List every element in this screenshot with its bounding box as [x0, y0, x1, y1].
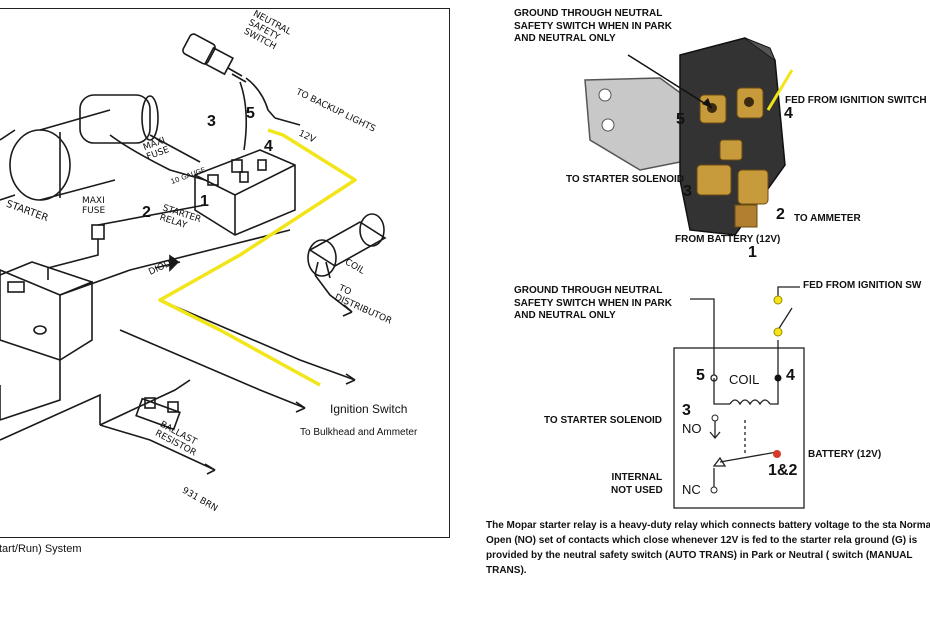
starter-relay-icon [194, 149, 296, 236]
schematic-battery-label: BATTERY (12V) [808, 449, 882, 460]
neutral-safety-switch-icon [182, 33, 247, 83]
terminal-number-3: 3 [207, 113, 216, 130]
starter-motor-icon [0, 94, 159, 201]
photo-terminal-3: 3 [683, 183, 692, 200]
photo-to-starter-solenoid-label: TO STARTER SOLENOID [566, 174, 684, 185]
terminal-number-2: 2 [142, 204, 151, 221]
photo-fed-label: FED FROM IGNITION SWITCH [785, 95, 927, 106]
photo-to-ammeter-label: TO AMMETER [794, 213, 861, 224]
maxi-fuse-icon [91, 224, 105, 240]
photo-from-battery-label: FROM BATTERY (12V) [675, 234, 781, 245]
terminal-number-1: 1 [200, 193, 209, 210]
schematic-fed-label: FED FROM IGNITION SW [803, 280, 922, 291]
system-caption: tart/Run) System [0, 543, 82, 555]
terminal-number-5: 5 [246, 105, 255, 122]
schematic-ground-label: GROUND THROUGH NEUTRAL SAFETY SWITCH WHE… [514, 285, 672, 321]
schematic-internal-label: INTERNAL NOT USED [611, 472, 663, 496]
schematic-no-label: NO [682, 421, 702, 436]
terminal-number-4: 4 [264, 138, 273, 155]
photo-terminal-2: 2 [776, 206, 785, 223]
photo-ground-label: GROUND THROUGH NEUTRAL SAFETY SWITCH WHE… [514, 8, 672, 44]
schematic-terminal-3: 3 [682, 402, 691, 419]
maxi-fuse-left-label: MAXI FUSE [82, 196, 106, 216]
schematic-terminal-4: 4 [786, 367, 795, 384]
schematic-terminal-5: 5 [696, 367, 705, 384]
photo-terminal-1: 1 [748, 244, 757, 261]
schematic-terminal-1-2: 1&2 [768, 462, 798, 479]
battery-icon [0, 261, 93, 421]
left-diagram-frame [0, 8, 450, 538]
description-paragraph: The Mopar starter relay is a heavy-duty … [486, 520, 930, 576]
schematic-nc-label: NC [682, 482, 701, 497]
to-bulkhead-label: To Bulkhead and Ammeter [300, 427, 418, 438]
ignition-highlight-wire [158, 128, 357, 387]
photo-terminal-4: 4 [784, 105, 793, 122]
ignition-switch-label: Ignition Switch [330, 402, 408, 416]
schematic-to-starter-solenoid-label: TO STARTER SOLENOID [544, 415, 662, 426]
schematic-coil-label: COIL [729, 372, 760, 387]
photo-terminal-5: 5 [676, 111, 685, 128]
coil-icon [307, 213, 387, 279]
